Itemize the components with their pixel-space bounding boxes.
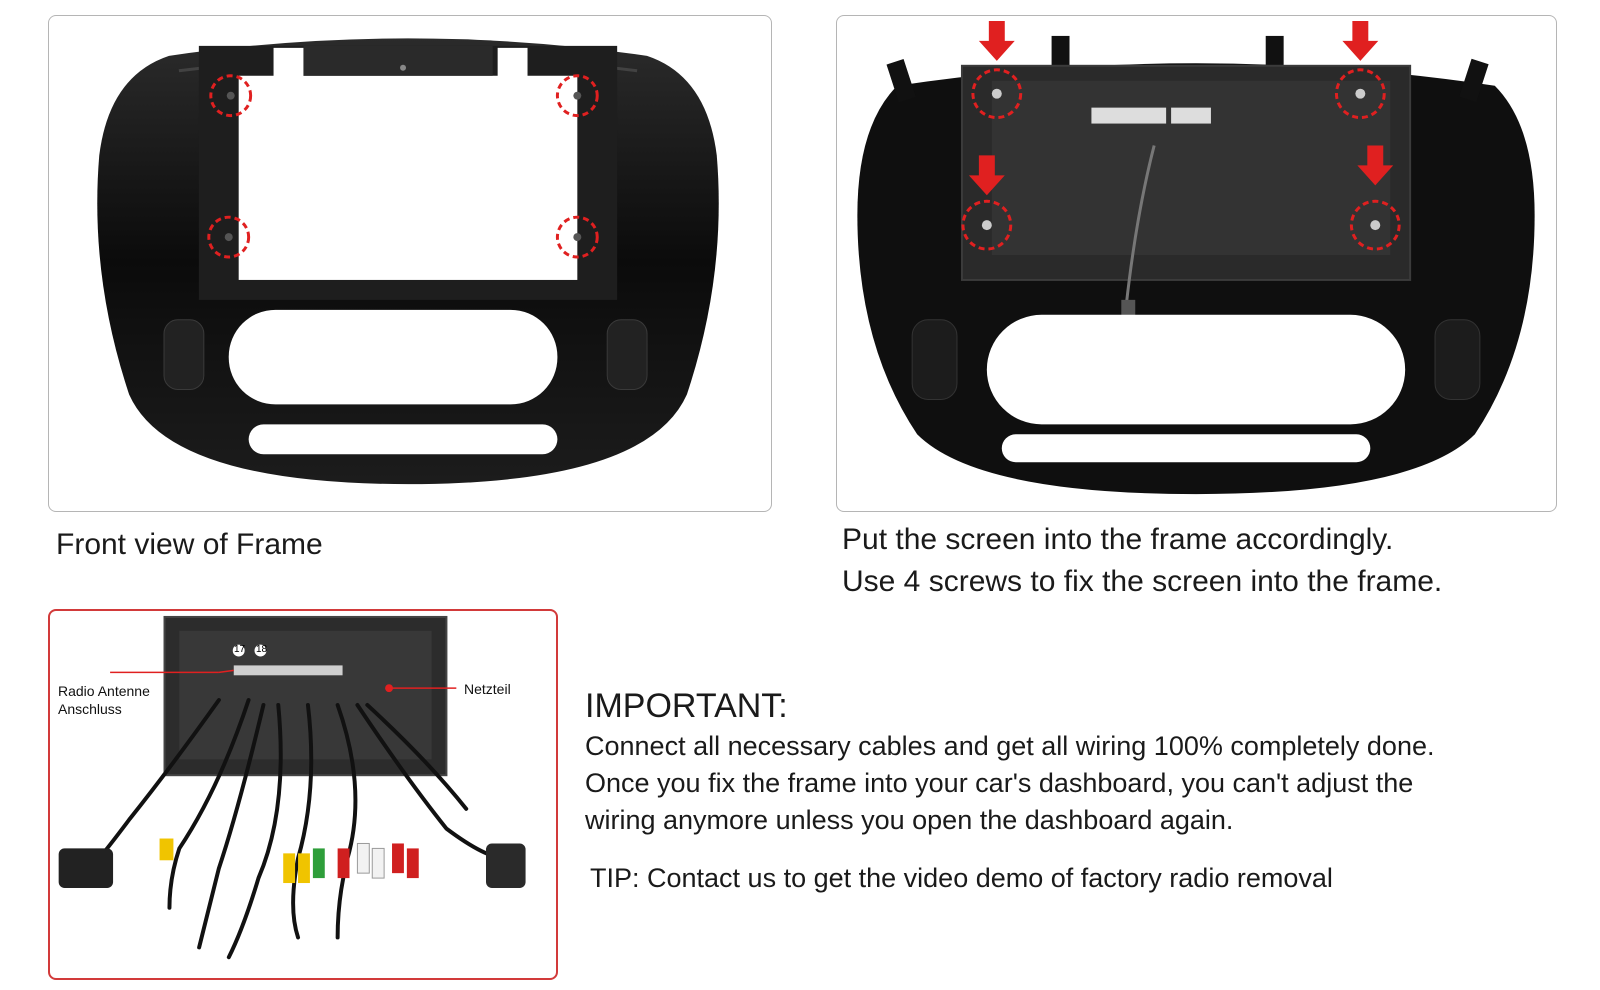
- climate-opening: [986, 314, 1406, 425]
- install-caption-line2: Use 4 screws to fix the screen into the …: [842, 565, 1443, 598]
- important-heading: IMPORTANT:: [585, 687, 788, 725]
- gps-antenna: [58, 848, 114, 888]
- wiring-image: Radio Antenne Anschluss Netzteil 17 18: [48, 609, 558, 980]
- lower-slot: [248, 424, 558, 455]
- front-view-image: [48, 15, 772, 512]
- front-view-caption: Front view of Frame: [56, 528, 323, 561]
- connector-18-label: 18: [256, 644, 268, 655]
- climate-opening: [228, 309, 558, 405]
- lower-slot: [1001, 434, 1371, 463]
- wiring-illustration: [58, 615, 526, 960]
- radio-antenna-label-line2: Anschluss: [58, 701, 122, 717]
- radio-antenna-label-line1: Radio Antenne: [58, 683, 150, 699]
- screw-marker-icon: [961, 68, 1401, 251]
- power-label: Netzteil: [464, 681, 511, 697]
- important-line-1: Connect all necessary cables and get all…: [585, 731, 1435, 761]
- down-arrow-icon: [968, 20, 1394, 196]
- frame-rear-illustration: [857, 20, 1535, 495]
- frame-front-illustration: [97, 38, 719, 485]
- screw-marker-icon: [207, 74, 599, 259]
- tip-text: TIP: Contact us to get the video demo of…: [590, 863, 1333, 893]
- install-caption-line1: Put the screen into the frame accordingl…: [842, 523, 1394, 556]
- connector-block: [1091, 107, 1167, 124]
- installed-screen-image: [836, 15, 1557, 512]
- important-line-2: Once you fix the frame into your car's d…: [585, 768, 1414, 798]
- rca-connectors: [283, 842, 419, 884]
- important-line-3: wiring anymore unless you open the dashb…: [585, 805, 1234, 835]
- screen-opening: [238, 75, 578, 280]
- connector-17-label: 17: [234, 644, 246, 655]
